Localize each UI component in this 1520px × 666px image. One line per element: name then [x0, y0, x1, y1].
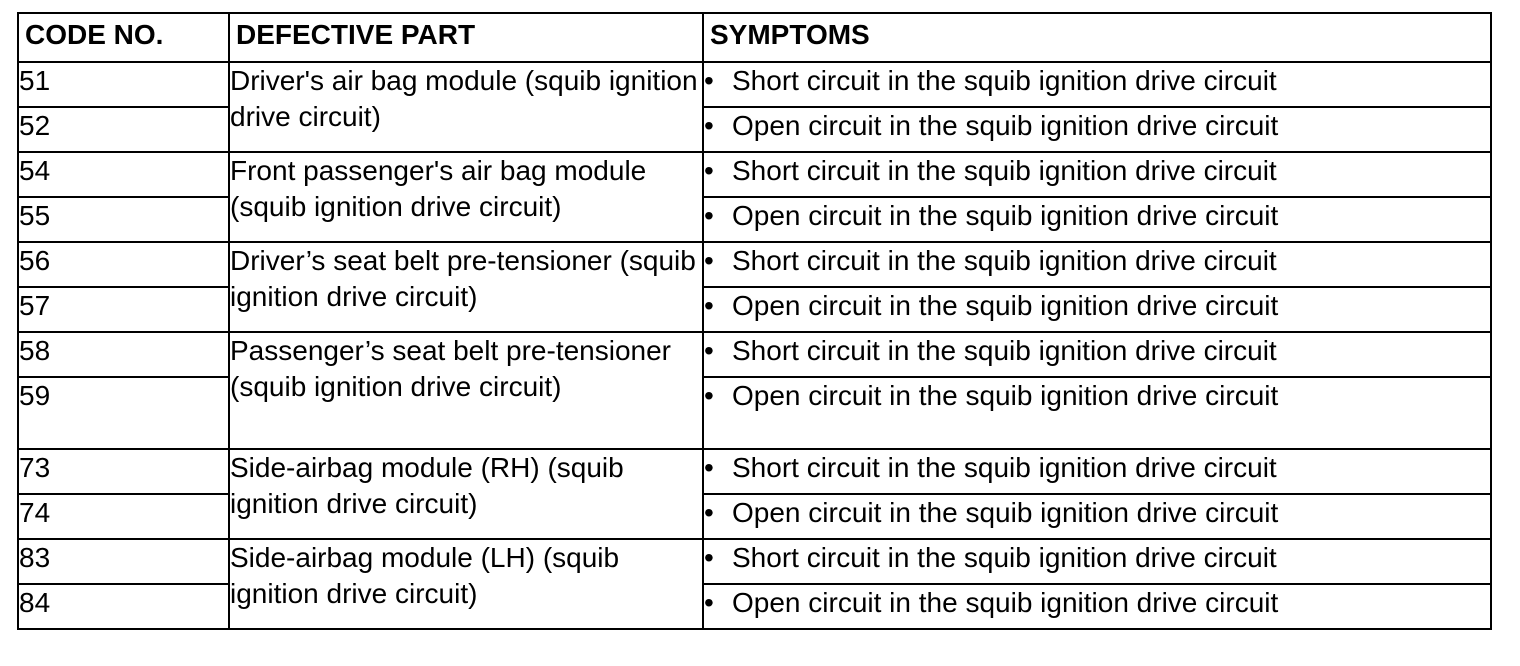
symptom-text: Open circuit in the squib ignition drive…: [732, 380, 1279, 411]
symptom-cell: • Open circuit in the squib ignition driv…: [702, 286, 1492, 333]
code-cell: 56: [17, 241, 230, 288]
code-cell: 73: [17, 448, 230, 495]
table-row: 54 Front passenger's air bag module (squ…: [17, 151, 1492, 243]
header-defective-part: DEFECTIVE PART: [228, 12, 704, 63]
code-cell: 51: [17, 61, 230, 108]
diagnostic-code-table: CODE NO. DEFECTIVE PART SYMPTOMS 51 Driv…: [17, 12, 1492, 630]
symptom-cell: • Short circuit in the squib ignition dri…: [702, 151, 1492, 198]
symptom-text: Open circuit in the squib ignition drive…: [732, 110, 1279, 141]
bullet: •: [704, 380, 714, 411]
code-cell: 57: [17, 286, 230, 333]
bullet: •: [704, 155, 714, 186]
code-cell: 55: [17, 196, 230, 243]
symptom-cell: • Open circuit in the squib ignition driv…: [702, 196, 1492, 243]
bullet: •: [704, 65, 714, 96]
bullet: •: [704, 452, 714, 483]
symptom-text: Open circuit in the squib ignition drive…: [732, 200, 1279, 231]
symptom-text: Open circuit in the squib ignition drive…: [732, 290, 1279, 321]
symptom-text: Short circuit in the squib ignition driv…: [732, 155, 1277, 186]
bullet: •: [704, 110, 714, 141]
table-row: 58 Passenger’s seat belt pre-tensioner (…: [17, 331, 1492, 450]
table-row: 59 • Open circuit in the squib ignition d…: [17, 376, 1492, 450]
header-symptoms: SYMPTOMS: [702, 12, 1492, 63]
header-row: CODE NO. DEFECTIVE PART SYMPTOMS: [17, 12, 1492, 63]
defective-part-cell: Front passenger's air bag module (squib …: [228, 151, 704, 243]
symptom-text: Open circuit in the squib ignition drive…: [732, 497, 1279, 528]
symptom-cell: • Short circuit in the squib ignition dri…: [702, 331, 1492, 378]
symptom-cell: • Open circuit in the squib ignition driv…: [702, 583, 1492, 630]
defective-part-cell: Driver’s seat belt pre-tensioner (squib …: [228, 241, 704, 333]
bullet: •: [704, 497, 714, 528]
table-row: 84 • Open circuit in the squib ignition d…: [17, 583, 1492, 630]
table-row: 51 Driver's air bag module (squib igniti…: [17, 61, 1492, 153]
symptom-cell: • Open circuit in the squib ignition driv…: [702, 376, 1492, 450]
bullet: •: [704, 542, 714, 573]
symptom-text: Short circuit in the squib ignition driv…: [732, 542, 1277, 573]
code-cell: 59: [17, 376, 230, 450]
header-code-no: CODE NO.: [17, 12, 230, 63]
defective-part-cell: Side-airbag module (RH) (squib ignition …: [228, 448, 704, 540]
defective-part-cell: Driver's air bag module (squib ignition …: [228, 61, 704, 153]
code-cell: 83: [17, 538, 230, 585]
bullet: •: [704, 245, 714, 276]
table-row: 55 • Open circuit in the squib ignition d…: [17, 196, 1492, 243]
code-cell: 58: [17, 331, 230, 378]
bullet: •: [704, 587, 714, 618]
code-cell: 54: [17, 151, 230, 198]
code-cell: 84: [17, 583, 230, 630]
bullet: •: [704, 335, 714, 366]
symptom-cell: • Short circuit in the squib ignition dri…: [702, 538, 1492, 585]
defective-part-cell: Side-airbag module (LH) (squib ignition …: [228, 538, 704, 630]
symptom-text: Short circuit in the squib ignition driv…: [732, 245, 1277, 276]
symptom-cell: • Open circuit in the squib ignition driv…: [702, 106, 1492, 153]
bullet: •: [704, 200, 714, 231]
symptom-text: Short circuit in the squib ignition driv…: [732, 65, 1277, 96]
symptom-cell: • Short circuit in the squib ignition dri…: [702, 61, 1492, 108]
table-row: 57 • Open circuit in the squib ignition d…: [17, 286, 1492, 333]
symptom-cell: • Short circuit in the squib ignition dri…: [702, 448, 1492, 495]
table-row: 74 • Open circuit in the squib ignition d…: [17, 493, 1492, 540]
symptom-text: Short circuit in the squib ignition driv…: [732, 335, 1277, 366]
bullet: •: [704, 290, 714, 321]
table-row: 52 • Open circuit in the squib ignition d…: [17, 106, 1492, 153]
code-cell: 74: [17, 493, 230, 540]
defective-part-cell: Passenger’s seat belt pre-tensioner (squ…: [228, 331, 704, 450]
table-row: 56 Driver’s seat belt pre-tensioner (squ…: [17, 241, 1492, 333]
code-cell: 52: [17, 106, 230, 153]
table-row: 83 Side-airbag module (LH) (squib igniti…: [17, 538, 1492, 630]
symptom-cell: • Open circuit in the squib ignition driv…: [702, 493, 1492, 540]
symptom-text: Short circuit in the squib ignition driv…: [732, 452, 1277, 483]
symptom-cell: • Short circuit in the squib ignition dri…: [702, 241, 1492, 288]
symptom-text: Open circuit in the squib ignition drive…: [732, 587, 1279, 618]
table-row: 73 Side-airbag module (RH) (squib igniti…: [17, 448, 1492, 540]
